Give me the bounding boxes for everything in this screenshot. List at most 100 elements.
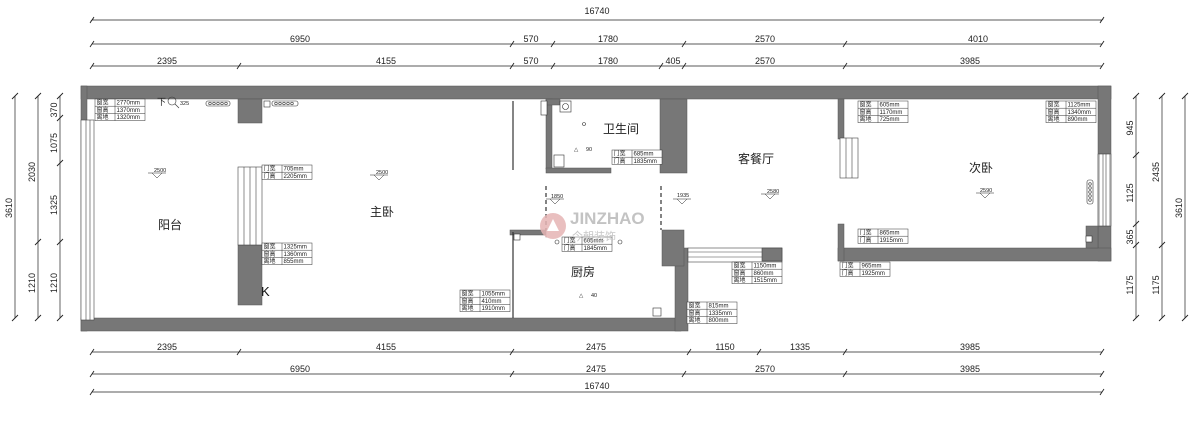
spec-table-key: 窗高 (1048, 108, 1060, 116)
bottom-row2-dim-3: 2570 (755, 364, 775, 374)
spec-table-value: 410mm (482, 299, 502, 305)
bottom-dim-2: 4155 (376, 342, 396, 352)
spec-table-key: 窗高 (264, 250, 276, 258)
spec-table-key: 窗高 (97, 106, 109, 114)
left-inner-dim-4: 1210 (49, 273, 59, 293)
spec-table-value: 685mm (634, 152, 654, 158)
spec-table-key: 窗高 (689, 309, 701, 317)
spec-table-key: 窗宽 (734, 262, 746, 270)
level-markers (148, 172, 994, 205)
spec-table-value: 1340mm (1068, 110, 1091, 116)
spec-table-key: 离地 (462, 304, 474, 312)
spec-table-key: 窗高 (860, 108, 872, 116)
spec-table-key: 窗高 (734, 269, 746, 277)
spec-table-key: 窗宽 (1048, 101, 1060, 109)
spec-table-key: 窗高 (462, 297, 474, 305)
spec-table-value: 1925mm (862, 271, 885, 277)
top-row3-dim-3: 570 (523, 56, 538, 66)
top-row3-dim-5: 405 (665, 56, 680, 66)
spec-table-border (857, 100, 909, 123)
level-9-triangle: △ (579, 293, 584, 299)
right-mid-dim-2: 1175 (1151, 275, 1161, 294)
spec-table-value: 890mm (1068, 117, 1088, 123)
spec-table-value: 705mm (284, 167, 304, 173)
bottom-dim-6: 3985 (960, 342, 980, 352)
left-outer-dim: 3610 (4, 198, 14, 218)
bottom-dim-5: 1335 (790, 342, 810, 352)
spec-table-value: 1845mm (584, 246, 607, 252)
spec-table-value: 605mm (584, 239, 604, 245)
spec-table-key: 门高 (614, 157, 626, 165)
top-dim-4: 2570 (755, 34, 775, 44)
top-row3-dim-4: 1780 (598, 56, 618, 66)
spec-table-key: 门高 (564, 244, 576, 252)
room-label-second-bedroom: 次卧 (969, 161, 993, 175)
spec-table-key: 离地 (734, 276, 746, 284)
spec-table-value: 1835mm (634, 159, 657, 165)
walls (80, 85, 1112, 332)
right-mid-dim-1: 2435 (1151, 162, 1161, 182)
spec-table-value: 1325mm (284, 245, 307, 251)
spec-table-value: 800mm (709, 318, 729, 324)
spec-table-border (94, 98, 146, 121)
spec-table-key: 门高 (860, 236, 872, 244)
bottom-dim-3: 2475 (586, 342, 606, 352)
spec-table-border (686, 301, 738, 324)
room-label-bathroom: 卫生间 (603, 122, 639, 136)
right-inner-dim-4: 1175 (1125, 275, 1135, 294)
level-5: 2580 (767, 189, 779, 195)
top-row3-dim-1: 2395 (157, 56, 177, 66)
spec-table-value: 2770mm (117, 101, 140, 107)
spec-table-value: 860mm (754, 271, 774, 277)
spec-table-key: 窗宽 (860, 101, 872, 109)
spec-table-value: 1170mm (880, 110, 903, 116)
left-mid-dim-1: 2030 (27, 162, 37, 182)
down-note: 下 (157, 97, 166, 107)
room-label-kitchen: 厨房 (571, 264, 595, 279)
watermark-text: JINZHAO (570, 209, 645, 228)
left-inner-dim-1: 370 (49, 102, 59, 117)
level-1: 2500 (154, 168, 166, 174)
dimension-ticks (11, 16, 1189, 396)
spec-table-key: 离地 (689, 316, 701, 324)
spec-table-key: 窗宽 (264, 243, 276, 251)
top-dim-3: 1780 (598, 34, 618, 44)
bottom-row2-dim-4: 3985 (960, 364, 980, 374)
spec-table-key: 离地 (264, 257, 276, 265)
room-label-living-dining: 客餐厅 (738, 151, 774, 166)
spec-table-key: 离地 (1048, 115, 1060, 123)
spec-table-border (731, 261, 783, 284)
spec-table-key: 门宽 (264, 165, 276, 173)
right-inner-dim-1: 945 (1125, 120, 1135, 135)
level-3: 1850 (551, 194, 563, 200)
dimension-lines (14, 18, 1186, 393)
spec-table-key: 离地 (97, 113, 109, 121)
level-7: 325 (180, 101, 189, 107)
bottom-row2-dim-1: 6950 (290, 364, 310, 374)
spec-table-value: 1125mm (1068, 103, 1091, 109)
windows (80, 119, 1111, 321)
top-total-dim: 16740 (584, 6, 609, 16)
spec-table-border (261, 242, 313, 265)
spec-table-key: 门宽 (842, 262, 854, 270)
spec-table-value: 1360mm (284, 252, 307, 258)
level-9: 40 (591, 293, 597, 299)
k-mark: K (261, 284, 270, 299)
spec-table-value: 1335mm (709, 311, 732, 317)
spec-table-border (459, 289, 511, 312)
spec-table-value: 965mm (862, 264, 882, 270)
level-2: 2500 (376, 170, 388, 176)
room-label-master-bedroom: 主卧 (370, 205, 394, 219)
spec-table-key: 窗宽 (462, 290, 474, 298)
spec-table-key: 门宽 (564, 237, 576, 245)
